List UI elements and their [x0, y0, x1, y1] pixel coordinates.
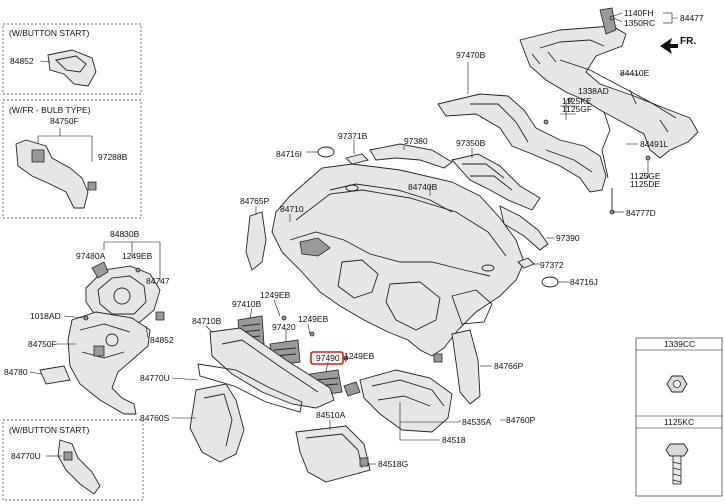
part-label: 84852 [10, 56, 34, 66]
inset-title: (W/BUTTON START) [9, 425, 89, 435]
sensor-97371B [345, 153, 369, 165]
part-label: 84770U [140, 373, 170, 383]
center-opening [385, 281, 441, 331]
part-label: 97372 [540, 260, 564, 270]
legend-cell-label: 1125KC [664, 417, 694, 427]
lower-panel-start-inset [57, 439, 101, 495]
duct-97380 [369, 143, 453, 169]
part-label: 97288B [98, 152, 128, 162]
highlight-box [310, 351, 344, 365]
inset-button-start-top: (W/BUTTON START) 84852 [2, 23, 142, 95]
part-label: 97410B [232, 299, 262, 309]
part-label: 84518 [442, 435, 466, 445]
main-crash-pad [271, 163, 525, 363]
speaker-grille [541, 276, 559, 288]
inset-title: (W/FR - BULB TYPE) [9, 105, 91, 115]
fastener-legend: 1339CC 1125KC [635, 337, 723, 497]
part-label: 97371B [338, 131, 368, 141]
part-label: 84716I [276, 149, 302, 159]
part-label: 84518G [378, 459, 408, 469]
part-label: 97380 [404, 136, 428, 146]
part-label: 84716J [570, 277, 598, 287]
part-label: 1140FH [624, 8, 654, 18]
part-label: 84760S [140, 413, 170, 423]
air-ducts [369, 93, 607, 251]
cowl-cross-bar [519, 7, 699, 215]
nut-icon [666, 375, 688, 393]
lower-panel-inset [15, 139, 89, 209]
front-direction-indicator: FR. [660, 36, 696, 54]
duct-97390 [499, 205, 549, 251]
part-label: 84852 [150, 335, 174, 345]
cluster-opening [337, 259, 379, 299]
part-label: 1018AD [30, 311, 61, 321]
part-label: 84750F [50, 116, 79, 126]
tray-84780 [39, 365, 71, 385]
cluster-fascia [85, 261, 165, 325]
part-labels: 1140FH 1350RC 84477 97470B 84410E 1338AD… [4, 8, 704, 469]
glove-box-housing [343, 369, 453, 433]
duct-97350B [451, 153, 541, 211]
inset-title: (W/BUTTON START) [9, 28, 89, 38]
part-label: 84477 [680, 13, 704, 23]
part-label: 97480A [76, 251, 106, 261]
legend-cell-label: 1339CC [664, 339, 695, 349]
part-label: 1350RC [624, 18, 655, 28]
start-button-bezel [47, 49, 97, 87]
inset-button-start-bottom: (W/BUTTON START) 84770U [2, 419, 144, 501]
lower-panel-left [67, 311, 151, 415]
part-label: 84410E [620, 68, 650, 78]
part-label: 97350B [456, 138, 486, 148]
part-label: 97470B [456, 50, 486, 60]
part-label: 1249EB [260, 290, 291, 300]
arrow-icon [660, 38, 678, 54]
part-label: 1125DE [630, 179, 660, 189]
part-label: 97390 [556, 233, 580, 243]
part-label: 84740B [408, 182, 438, 192]
part-label-highlighted: 97490 [316, 353, 340, 363]
part-label: 84760P [506, 415, 536, 425]
glove-box-84510A [295, 425, 371, 483]
part-label: 97420 [272, 322, 296, 332]
duct-97470B [437, 93, 607, 193]
part-label: 84510A [316, 410, 346, 420]
part-label: 1338AD [578, 86, 609, 96]
part-label: 84777D [626, 208, 656, 218]
part-label: 1249EB [344, 351, 375, 361]
side-trim-84765P [245, 211, 267, 271]
center-fascia-84710B [197, 327, 335, 413]
part-label: 84830B [110, 229, 140, 239]
side-trim-84766P [451, 329, 481, 405]
part-label: 84765P [240, 196, 270, 206]
part-label: 1125KE [562, 96, 592, 106]
part-label: 84710 [280, 204, 304, 214]
part-label: 84750F [28, 339, 57, 349]
part-label: 84491L [640, 139, 669, 149]
bracket [599, 7, 617, 35]
part-label: 1249EB [122, 251, 153, 261]
part-label: 84747 [146, 276, 170, 286]
part-label: 84710B [192, 316, 222, 326]
leader-lines [29, 12, 678, 465]
part-label: 1125GF [562, 104, 592, 114]
part-label: 1249EB [298, 314, 329, 324]
part-label: 84770U [11, 451, 41, 461]
part-label: 84535A [462, 417, 492, 427]
inset-bulb-type: (W/FR - BULB TYPE) 84750F 97288B [2, 99, 142, 219]
direction-label: FR. [680, 36, 696, 47]
part-label: 84780 [4, 367, 28, 377]
speaker-grille [317, 146, 335, 158]
part-label: 1125GE [630, 171, 661, 181]
part-label: 84766P [494, 361, 524, 371]
lower-center-84760S [189, 383, 245, 463]
bolt-icon [665, 443, 689, 485]
